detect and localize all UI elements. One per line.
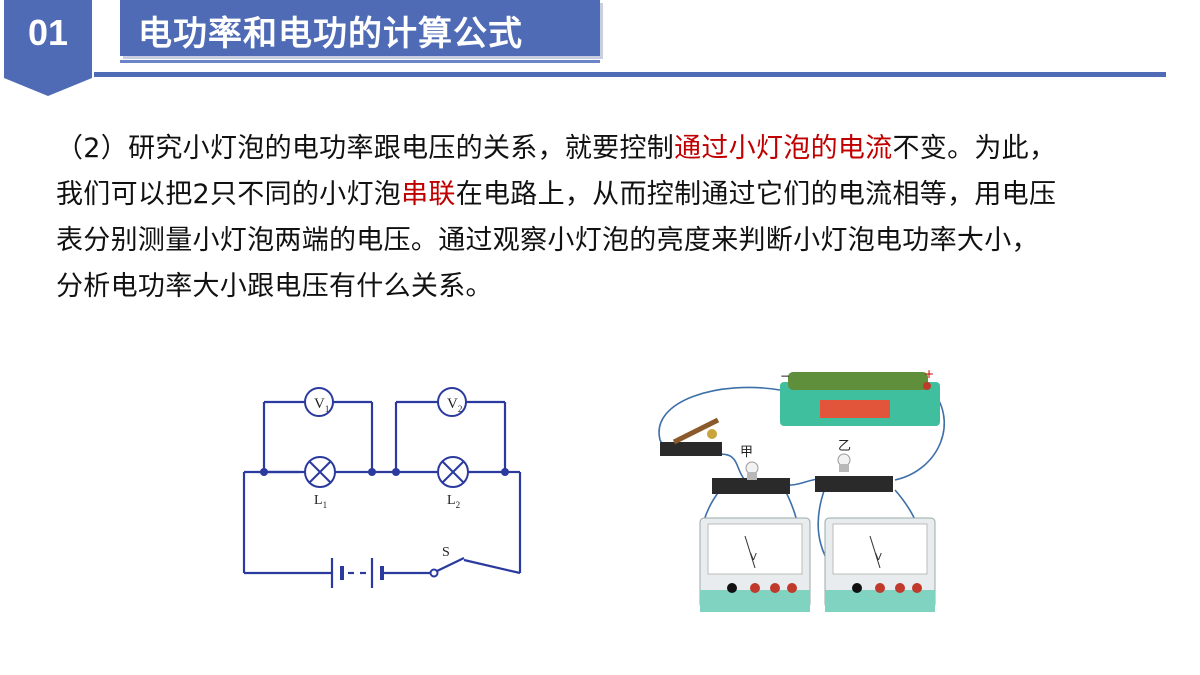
lamp-2 xyxy=(437,456,469,488)
page-title: 电功率和电功的计算公式 xyxy=(138,14,523,54)
svg-text:V2: V2 xyxy=(447,396,462,414)
voltmeter-device-1: V xyxy=(699,517,811,612)
body-paragraph: （2）研究小灯泡的电功率跟电压的关系，就要控制通过小灯泡的电流不变。为此， 我们… xyxy=(56,126,1166,310)
paragraph-line-1: （2）研究小灯泡的电功率跟电压的关系，就要控制通过小灯泡的电流不变。为此， xyxy=(56,126,1166,172)
voltmeter-device-2: V xyxy=(824,517,936,612)
section-number: 01 xyxy=(27,12,69,53)
circuit-diagram: V1 V2 L1 L2 S xyxy=(242,387,522,588)
title-bar: 电功率和电功的计算公式 xyxy=(120,0,600,56)
meter-2-unit: V xyxy=(875,552,882,563)
lamp-1 xyxy=(304,456,336,488)
lamp-1-label: L xyxy=(314,493,323,508)
junction-dots xyxy=(260,468,509,476)
knife-switch xyxy=(660,417,722,456)
svg-text:L1: L1 xyxy=(314,493,327,510)
voltmeter-2 xyxy=(437,387,467,417)
meter-1-unit: V xyxy=(750,552,757,563)
paragraph-line-2: 我们可以把2只不同的小灯泡串联在电路上，从而控制通过它们的电流相等，用电压 xyxy=(56,172,1166,218)
switch-label: S xyxy=(442,545,450,560)
paragraph-line-3: 表分别测量小灯泡两端的电压。通过观察小灯泡的亮度来判断小灯泡电功率大小， xyxy=(56,225,1039,256)
highlight-series: 串联 xyxy=(401,179,456,210)
battery-plus-label: + xyxy=(924,367,934,381)
lamp-jia-label: 甲 xyxy=(740,445,753,460)
svg-text:L2: L2 xyxy=(447,493,460,510)
text-segment: 在电路上，从而控制通过它们的电流相等，用电压 xyxy=(455,179,1057,210)
voltmeter-2-label: V xyxy=(447,396,458,412)
battery-minus-label: − xyxy=(780,369,790,383)
section-badge xyxy=(4,0,92,96)
highlight-current: 通过小灯泡的电流 xyxy=(674,133,893,164)
voltmeter-1-label: V xyxy=(314,396,325,412)
title-underline xyxy=(120,60,600,63)
lamp-2-label: L xyxy=(447,493,456,508)
lamp-holder-jia xyxy=(712,461,790,494)
switch-symbol xyxy=(429,557,465,578)
battery-symbol xyxy=(330,558,384,588)
text-segment: （2）研究小灯泡的电功率跟电压的关系，就要控制 xyxy=(56,133,675,164)
voltmeter-2-subscript: 2 xyxy=(458,404,463,414)
lamp-2-subscript: 2 xyxy=(456,500,461,510)
voltmeter-1-subscript: 1 xyxy=(325,404,330,414)
battery-box: − + xyxy=(780,367,940,426)
svg-text:V1: V1 xyxy=(314,396,329,414)
voltmeter-1 xyxy=(304,387,334,417)
lamp-yi-label: 乙 xyxy=(838,439,851,454)
text-segment: 不变。为此， xyxy=(892,133,1057,164)
text-segment: 我们可以把2只不同的小灯泡 xyxy=(56,179,402,210)
apparatus-photo: − + 甲 乙 V V xyxy=(658,367,946,612)
header-rule xyxy=(94,72,1166,77)
lamp-holder-yi xyxy=(815,453,893,492)
lamp-1-subscript: 1 xyxy=(323,500,328,510)
paragraph-line-4: 分析电功率大小跟电压有什么关系。 xyxy=(56,271,493,302)
